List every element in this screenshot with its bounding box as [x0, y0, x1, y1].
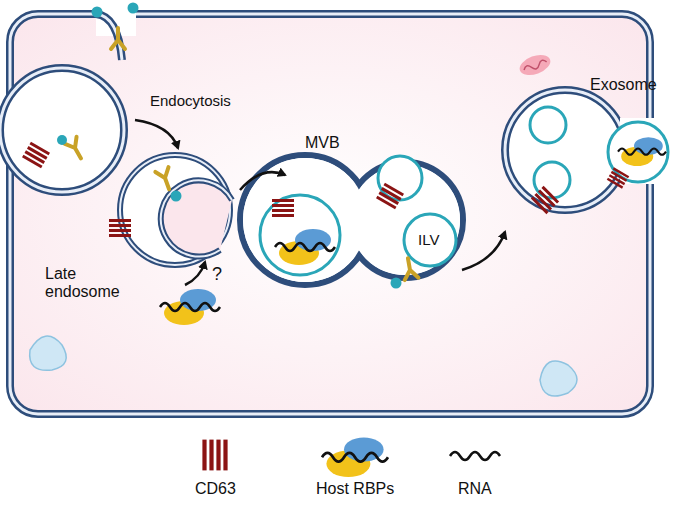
legend-text: Host RBPs	[316, 480, 394, 498]
organelle-label: Exosome	[590, 76, 657, 94]
organelle-label: MVB	[305, 134, 340, 152]
organelle-label: Late endosome	[45, 265, 130, 302]
question-mark: ?	[212, 264, 222, 285]
legend-text: RNA	[458, 480, 492, 498]
vesicle-label: ILV	[418, 231, 439, 248]
legend-text: CD63	[195, 480, 236, 498]
process-label: Endocytosis	[150, 92, 231, 109]
